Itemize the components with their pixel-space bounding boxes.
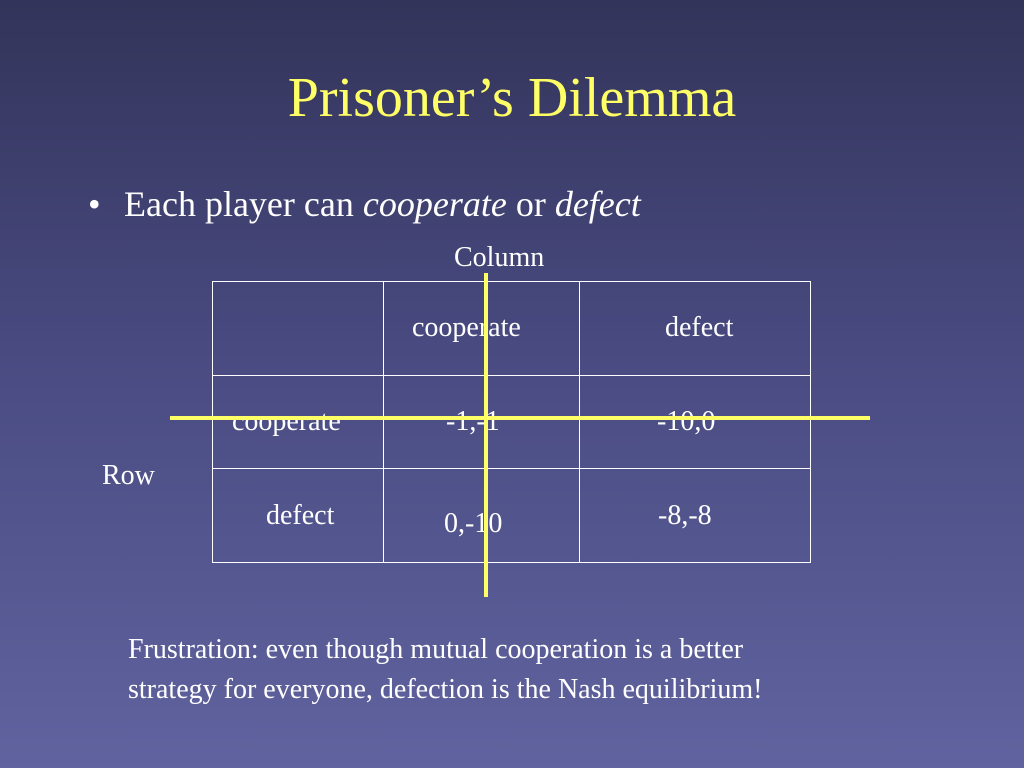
matrix-row-divider-1: [212, 375, 811, 376]
bullet-emphasis-defect: defect: [554, 184, 641, 224]
matrix-border-left: [212, 281, 213, 563]
payoff-defect-defect: -8,-8: [658, 500, 712, 531]
matrix-border-top: [212, 281, 811, 282]
matrix-col-divider-2: [579, 281, 580, 563]
column-player-label: Column: [454, 242, 545, 273]
column-header-defect: defect: [665, 312, 734, 343]
frustration-note: Frustration: even though mutual cooperat…: [128, 630, 928, 710]
crosshair-horizontal-line: [170, 416, 870, 420]
column-header-cooperate: cooperate: [412, 312, 521, 343]
bullet-text-before: Each player can: [124, 184, 363, 224]
crosshair-vertical-line: [484, 273, 488, 597]
payoff-defect-cooperate: 0,-10: [444, 508, 503, 539]
note-line-1: Frustration: even though mutual cooperat…: [128, 634, 744, 665]
matrix-border-bottom: [212, 562, 811, 563]
row-header-defect: defect: [266, 500, 335, 531]
matrix-col-divider-1: [383, 281, 384, 563]
matrix-border-right: [810, 281, 811, 563]
row-header-cooperate: cooperate: [232, 406, 341, 437]
note-line-2: strategy for everyone, defection is the …: [128, 674, 763, 705]
bullet-marker: •: [88, 184, 101, 224]
bullet-emphasis-cooperate: cooperate: [362, 184, 507, 224]
payoff-cooperate-defect: -10,0: [657, 406, 716, 437]
bullet-text-middle: or: [506, 184, 555, 224]
row-player-label: Row: [102, 460, 155, 491]
bullet-point: • Each player can cooperate or defect: [88, 186, 641, 222]
matrix-row-divider-2: [212, 468, 811, 469]
payoff-cooperate-cooperate: -1,-1: [446, 406, 500, 437]
slide-title: Prisoner’s Dilemma: [287, 67, 737, 129]
